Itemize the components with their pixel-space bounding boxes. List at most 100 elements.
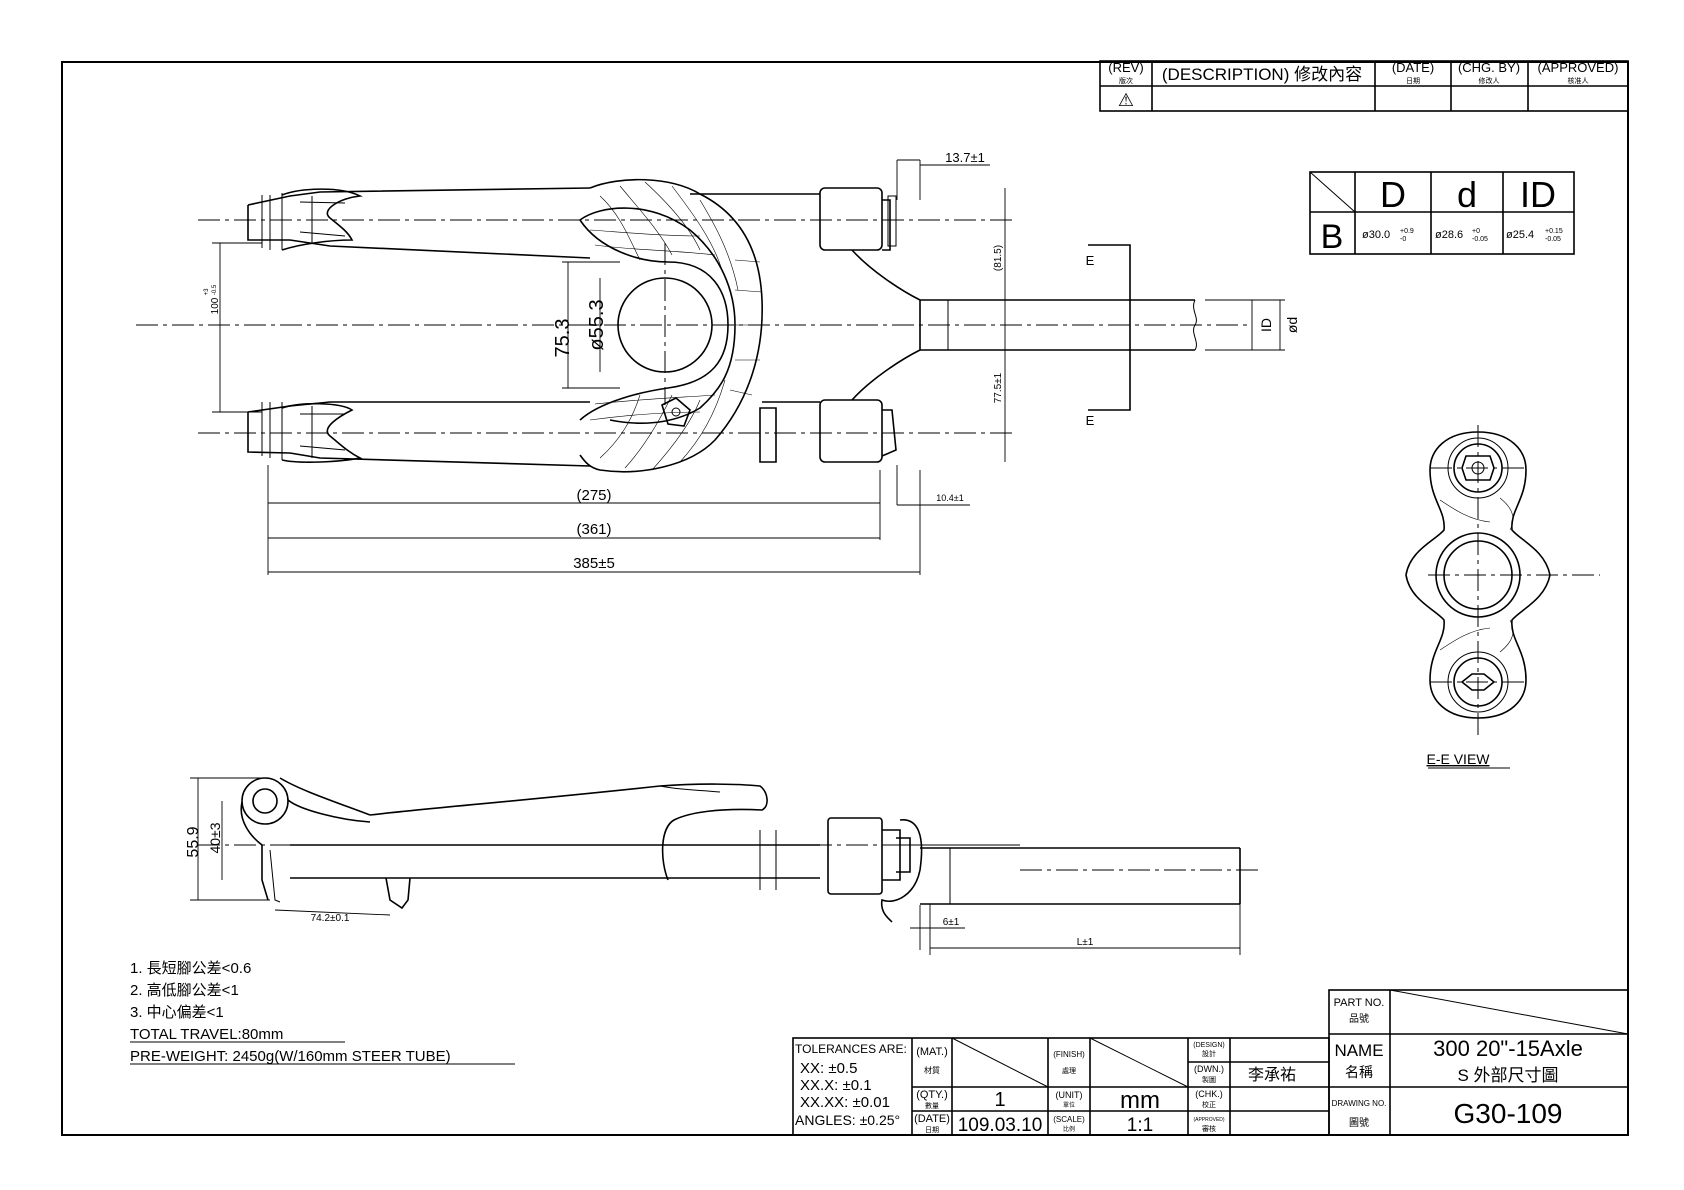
- dim-361: (361): [576, 521, 611, 538]
- dim-100: 100: [210, 297, 221, 314]
- name-line-1: 300 20"-15Axle: [1433, 1036, 1583, 1061]
- side-view: 55.9 40±3 74.2±0.1 6±1 L±1: [185, 777, 1262, 955]
- tolerances-label: TOLERANCES ARE:: [795, 1042, 907, 1056]
- date-sub: 日期: [925, 1126, 939, 1134]
- approved-sub: 審核: [1202, 1124, 1216, 1133]
- scale-value: 1:1: [1127, 1115, 1153, 1136]
- part-no-label: PART NO.: [1334, 997, 1385, 1009]
- ee-view: E-E VIEW: [1405, 425, 1600, 769]
- approved-header-sub: 核准人: [1568, 76, 1589, 85]
- dim-10-4: 10.4±1: [936, 493, 963, 503]
- size-col-d-upper: D: [1380, 174, 1406, 215]
- date-value: 109.03.10: [958, 1115, 1043, 1136]
- size-row-label: B: [1321, 218, 1344, 256]
- drawing-no-sub: 圖號: [1349, 1116, 1369, 1129]
- mat-label: (MAT.): [916, 1046, 948, 1058]
- chg-by-header-sub: 修改人: [1479, 76, 1500, 85]
- tolerance-xx: XX: ±0.5: [800, 1060, 857, 1077]
- label-id: ID: [1258, 318, 1274, 332]
- finish-sub: 處理: [1062, 1066, 1076, 1075]
- size-col-d-lower: d: [1457, 174, 1477, 215]
- name-label: NAME: [1334, 1041, 1383, 1060]
- size-d-upper-value: ø30.0: [1362, 229, 1390, 241]
- design-sub: 設計: [1202, 1049, 1216, 1058]
- section-mark-bottom: E: [1086, 413, 1095, 428]
- ee-view-title: E-E VIEW: [1426, 751, 1490, 767]
- size-id-tol-bot: -0.05: [1545, 236, 1561, 243]
- dim-77-5: 77.5±1: [993, 372, 1004, 403]
- rev-symbol-icon: ⚠: [1118, 90, 1134, 110]
- name-sub: 名稱: [1345, 1064, 1373, 1080]
- dim-74-2: 74.2±0.1: [311, 913, 350, 924]
- note-travel: TOTAL TRAVEL:80mm: [130, 1026, 283, 1043]
- chk-sub: 校正: [1202, 1100, 1216, 1109]
- dim-55-3: ø55.3: [586, 299, 608, 350]
- scale-label: (SCALE): [1053, 1115, 1085, 1124]
- notes: 1. 長短腳公差<0.6 2. 高低腳公差<1 3. 中心偏差<1 TOTAL …: [130, 960, 515, 1065]
- dim-75-3: 75.3: [552, 319, 574, 358]
- tolerance-xxx: XX.X: ±0.1: [800, 1077, 872, 1094]
- date-label: (DATE): [914, 1113, 950, 1125]
- part-no-sub: 品號: [1349, 1012, 1369, 1025]
- revision-table: (REV) 版次 (DESCRIPTION) 修改內容 (DATE) 日期 (C…: [1099, 60, 1629, 112]
- note-3: 3. 中心偏差<1: [130, 1004, 224, 1021]
- dim-100-tol-bot: -0.5: [212, 284, 218, 295]
- finish-label: (FINISH): [1053, 1050, 1085, 1059]
- rev-header-sub: 版次: [1119, 76, 1133, 85]
- size-d-lower-value: ø28.6: [1435, 229, 1463, 241]
- size-d-lower-tol-top: +0: [1472, 228, 1480, 235]
- chk-label: (CHK.): [1195, 1089, 1223, 1099]
- size-id-value: ø25.4: [1506, 229, 1534, 241]
- date-header: (DATE): [1392, 60, 1434, 75]
- dwn-label: (DWN.): [1194, 1064, 1224, 1074]
- date-header-sub: 日期: [1406, 77, 1420, 85]
- drawing-no-label: DRAWING NO.: [1332, 1099, 1387, 1108]
- dim-81-5: (81.5): [993, 245, 1004, 271]
- drawing-no-value: G30-109: [1454, 1098, 1563, 1129]
- size-d-lower-tol-bot: -0.05: [1472, 236, 1488, 243]
- dim-100-tol-top: +3: [204, 288, 210, 296]
- rev-header: (REV): [1108, 60, 1143, 75]
- design-label: (DESIGN): [1193, 1042, 1225, 1049]
- unit-value: mm: [1120, 1087, 1160, 1114]
- dim-6: 6±1: [943, 917, 960, 928]
- approved-label: (APPROVED): [1193, 1117, 1224, 1123]
- title-block: TOLERANCES ARE: XX: ±0.5 XX.X: ±0.1 XX.X…: [792, 989, 1629, 1136]
- dim-l: L±1: [1077, 937, 1094, 948]
- dim-40: 40±3: [207, 822, 223, 853]
- dim-385: 385±5: [573, 555, 615, 572]
- dwn-sub: 製圖: [1202, 1075, 1216, 1084]
- size-col-id: ID: [1520, 174, 1556, 215]
- approved-header: (APPROVED): [1538, 60, 1619, 75]
- scale-sub: 比例: [1063, 1125, 1075, 1133]
- size-d-upper-tol-top: +0.9: [1400, 228, 1414, 235]
- chg-by-header: (CHG. BY): [1458, 60, 1520, 75]
- qty-sub: 數量: [925, 1101, 939, 1110]
- section-mark-top: E: [1086, 253, 1095, 268]
- unit-sub: 單位: [1063, 1101, 1075, 1109]
- qty-label: (QTY.): [916, 1089, 948, 1101]
- tolerance-xxxx: XX.XX: ±0.01: [800, 1094, 890, 1111]
- top-view: ID ød E E 13.7±1 (81.5) 77.5±1 100 +3 -0…: [136, 150, 1300, 575]
- dim-13-7: 13.7±1: [945, 150, 985, 165]
- dwn-value: 李承祐: [1248, 1066, 1296, 1084]
- unit-label: (UNIT): [1056, 1090, 1083, 1100]
- qty-value: 1: [994, 1089, 1005, 1111]
- description-header: (DESCRIPTION) 修改內容: [1162, 65, 1362, 84]
- drawing-border: [61, 61, 1629, 1136]
- label-od: ød: [1284, 317, 1300, 333]
- note-1: 1. 長短腳公差<0.6: [130, 960, 251, 977]
- crown-surface-mesh: [589, 181, 763, 471]
- tolerance-angles: ANGLES: ±0.25°: [795, 1112, 900, 1128]
- dim-275: (275): [576, 487, 611, 504]
- name-line-2: S 外部尺寸圖: [1457, 1066, 1558, 1085]
- note-weight: PRE-WEIGHT: 2450g(W/160mm STEER TUBE): [130, 1048, 451, 1065]
- dim-55-9: 55.9: [185, 826, 202, 857]
- note-2: 2. 高低腳公差<1: [130, 982, 239, 999]
- steerer-hole: [617, 277, 713, 373]
- size-table: D d ID B ø30.0 +0.9 -0 ø28.6 +0 -0.05 ø2…: [1309, 171, 1575, 256]
- size-id-tol-top: +0.15: [1545, 228, 1563, 235]
- mat-sub: 材質: [924, 1065, 940, 1075]
- size-d-upper-tol-bot: -0: [1400, 236, 1406, 243]
